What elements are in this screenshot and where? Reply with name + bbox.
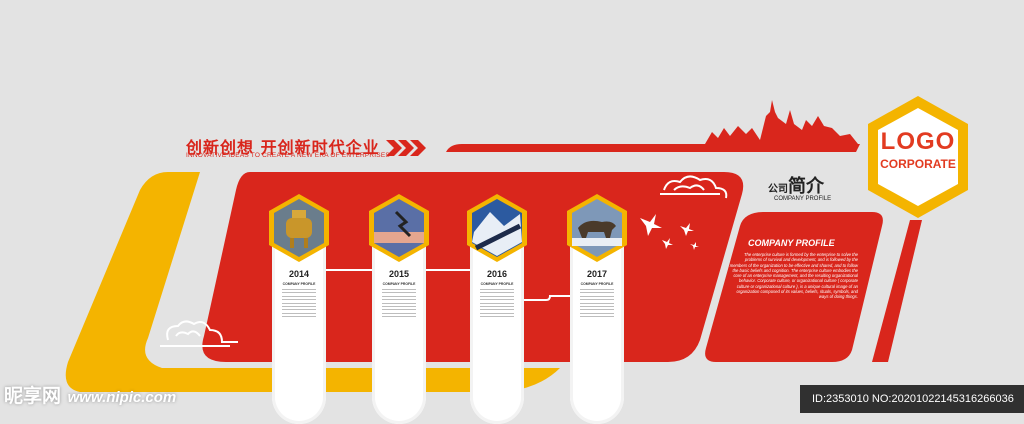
climber-icon — [369, 194, 429, 262]
logo-hexagon — [868, 96, 968, 218]
header-title-en: INNOVATIVE IDEAS TO CREATE A NEW ERA OF … — [186, 152, 390, 159]
mountain-icon — [467, 194, 527, 262]
card-body-lines — [480, 289, 514, 320]
logo-subtext: CORPORATE — [880, 157, 956, 171]
watermark-id-bar: ID:2353010 NO:20201022145316266036 — [800, 385, 1024, 413]
skyline-icon — [705, 100, 858, 144]
card-subtitle: COMPANY PROFILE — [480, 282, 514, 286]
card-subtitle: COMPANY PROFILE — [382, 282, 416, 286]
cloud-left-icon — [160, 320, 238, 347]
card-body-lines — [282, 289, 316, 320]
timeline-card-2014: 2014 COMPANY PROFILE — [269, 192, 329, 424]
watermark-left: 昵享网 www.nipic.com — [4, 381, 176, 408]
watermark-cn: 昵享网 — [4, 385, 62, 407]
timeline-connectors — [326, 269, 570, 301]
golden-ding-icon — [269, 194, 329, 262]
intro-title-cn: 公司简介 — [768, 172, 824, 198]
bull-icon — [567, 194, 627, 262]
card-subtitle: COMPANY PROFILE — [580, 282, 614, 286]
card-body-lines — [382, 289, 416, 320]
card-year: 2017 — [586, 269, 608, 279]
card-year: 2014 — [288, 269, 310, 279]
red-top-bar — [446, 144, 860, 152]
watermark-url: www.nipic.com — [67, 389, 177, 406]
card-body-lines — [580, 289, 614, 320]
timeline-card-2016: 2016 COMPANY PROFILE — [467, 192, 527, 424]
profile-title: COMPANY PROFILE — [748, 238, 835, 248]
logo-text: LOGO — [880, 128, 956, 155]
intro-title-en: COMPANY PROFILE — [774, 196, 832, 202]
timeline-card-2017: 2017 COMPANY PROFILE — [567, 192, 627, 424]
profile-text: The enterprise culture is formed by the … — [729, 252, 858, 300]
header-title-cn: 创新创想 开创新时代企业 — [186, 138, 380, 157]
cloud-right-icon — [660, 175, 728, 199]
red-slanted-bar — [872, 220, 922, 362]
card-year: 2016 — [486, 269, 508, 279]
intro-title-small: 公司 — [768, 184, 788, 195]
card-year: 2015 — [388, 269, 410, 279]
timeline-card-2015: 2015 COMPANY PROFILE — [369, 192, 429, 424]
birds-icon — [640, 214, 699, 250]
red-profile-panel — [705, 212, 883, 362]
chevron-arrows-icon — [386, 140, 426, 156]
card-subtitle: COMPANY PROFILE — [282, 282, 316, 286]
intro-title-large: 简介 — [788, 176, 824, 197]
